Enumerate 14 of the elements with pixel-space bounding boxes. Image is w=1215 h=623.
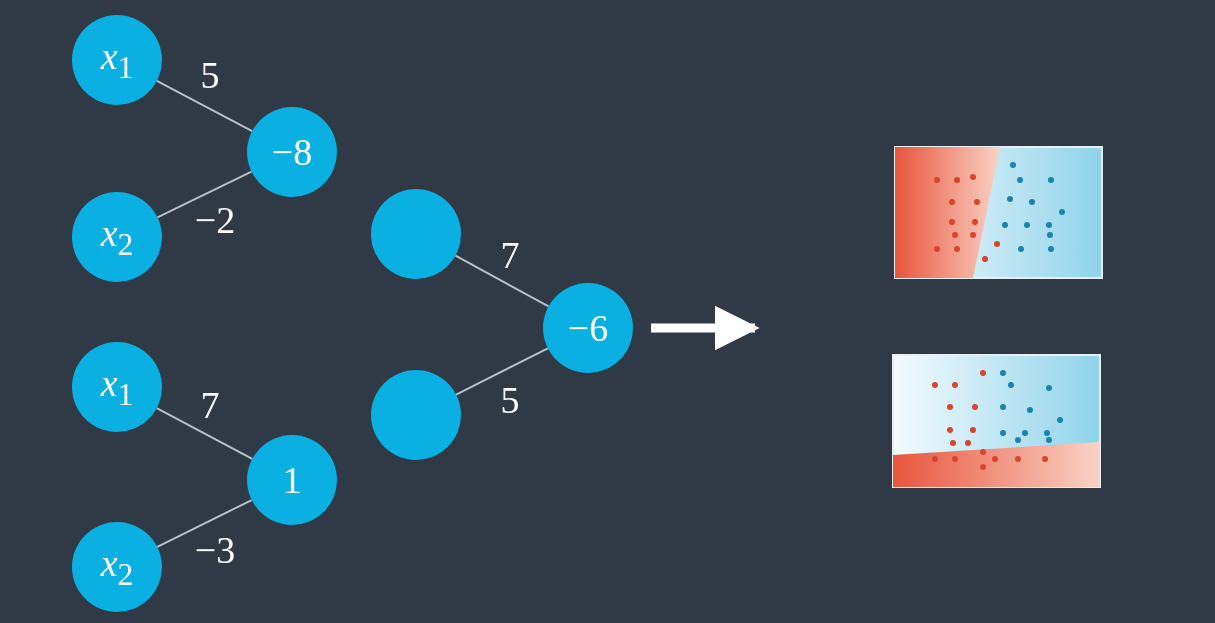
connector-line: [156, 170, 253, 219]
neuron-value: x$_{1}$: [100, 36, 134, 84]
connector-line: [156, 499, 253, 548]
neuron-value: 1: [282, 461, 302, 499]
connector-line: [454, 254, 550, 308]
connector-line: [155, 79, 254, 133]
arrow: [651, 305, 760, 351]
connector-line: [155, 407, 254, 460]
neuron-value: x$_{1}$: [100, 363, 134, 411]
connector-line: [455, 347, 549, 396]
neuron-value: x$_{2}$: [100, 543, 134, 591]
neuron-value: x$_{2}$: [100, 213, 134, 261]
neuron-value: −6: [567, 309, 609, 347]
neuron-value: −8: [271, 133, 313, 171]
